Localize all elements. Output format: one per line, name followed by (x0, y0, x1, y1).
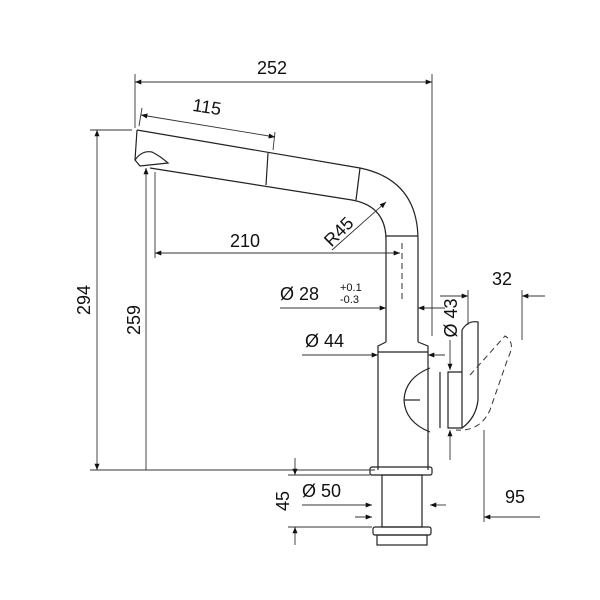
dim-overall-height: 294 (74, 129, 375, 471)
overall-height-label: 294 (74, 285, 94, 315)
dim-body-diameter: Ø 44 (302, 331, 445, 358)
dim-spout-diameter: Ø 28 +0.1 -0.3 (280, 282, 445, 311)
dim-lever-depth: 32 (440, 269, 545, 340)
faucet-outline (134, 129, 512, 546)
dim-base-height: 45 (273, 458, 372, 545)
bend-radius-label: R45 (320, 213, 357, 250)
dim-overall-width: 252 (134, 58, 433, 336)
spout-tolerance-minus: -0.3 (340, 294, 359, 306)
outlet-height-label: 259 (124, 305, 144, 335)
lever-reach-label: 95 (505, 487, 525, 507)
body-diameter-label: Ø 44 (305, 331, 344, 351)
lever-diameter-label: Ø 43 (441, 298, 461, 337)
dim-spout-reach: 210 (154, 172, 400, 258)
spout-diameter-label: Ø 28 (280, 284, 319, 304)
dim-base-diameter: Ø 50 (302, 481, 446, 508)
dim-bend-radius: R45 (320, 201, 387, 251)
dim-outlet-height: 259 (124, 167, 149, 470)
dim-lever-diameter: Ø 43 (441, 298, 461, 460)
base-height-label: 45 (273, 491, 293, 511)
base-diameter-label: Ø 50 (302, 481, 341, 501)
lever-depth-label: 32 (492, 269, 512, 289)
spout-reach-label: 210 (230, 231, 260, 251)
dim-spout-pullout: 115 (138, 95, 276, 151)
overall-width-label: 252 (257, 58, 287, 78)
dim-lever-reach: 95 (355, 430, 540, 522)
spout-tolerance-plus: +0.1 (340, 282, 362, 294)
spout-pullout-label: 115 (191, 95, 222, 119)
